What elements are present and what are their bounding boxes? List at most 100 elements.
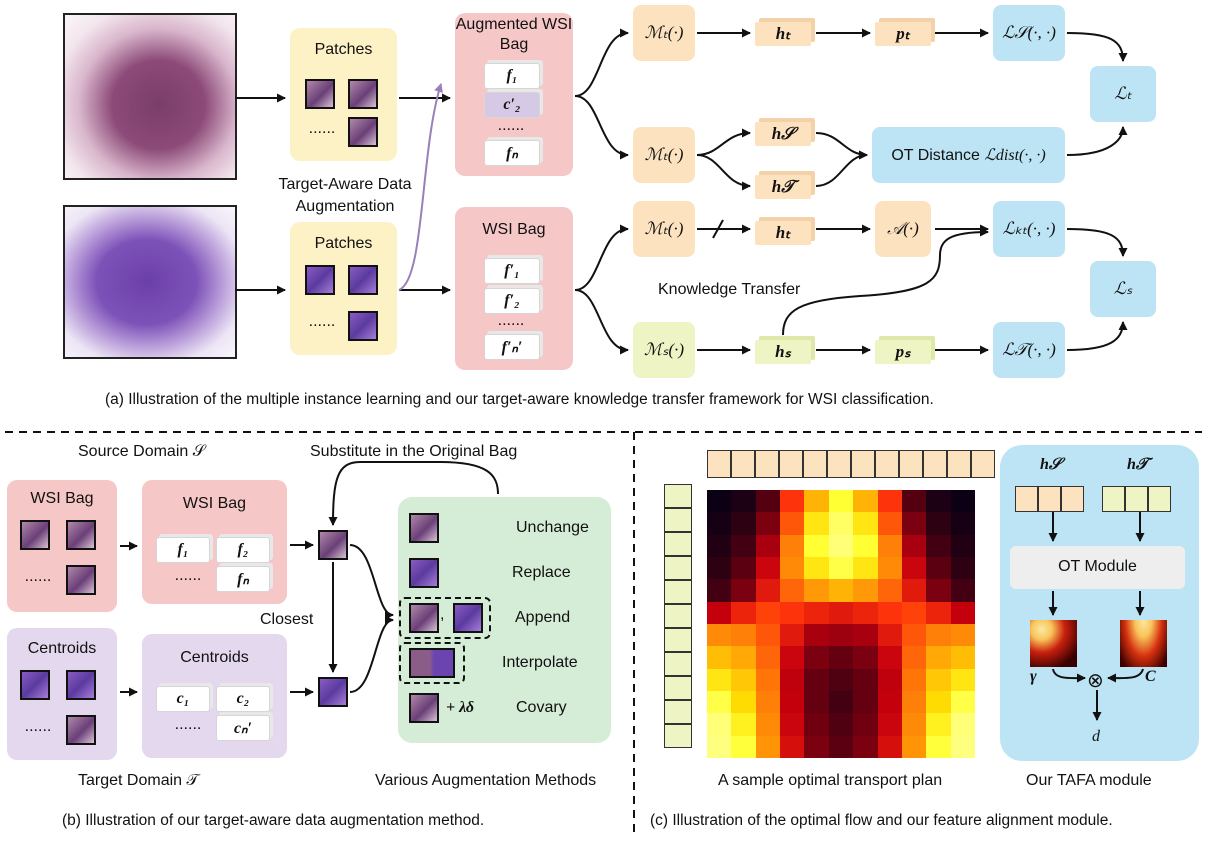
centroids-right-title: Centroids (180, 649, 249, 666)
heatmap-cell (731, 646, 757, 670)
heatmap-cell (926, 646, 952, 670)
heatmap-cell (707, 624, 732, 647)
wsi-bag-left-title: WSI Bag (30, 490, 94, 507)
heatmap-cell (755, 534, 781, 558)
vector-cell (827, 450, 851, 478)
heatmap-cell (828, 668, 854, 692)
vector-cell (664, 700, 692, 724)
heatmap-cell (804, 668, 830, 692)
heatmap-cell (707, 646, 732, 670)
vector-cell (664, 484, 692, 508)
heatmap-cell (780, 624, 805, 647)
vector-cell (664, 556, 692, 580)
heatmap-cell (780, 646, 805, 670)
vector-cell (971, 450, 995, 478)
closest-centroid-patch (318, 677, 348, 707)
feature-f2-prime: f′₂ (484, 288, 540, 314)
heatmap-cell (877, 490, 903, 513)
append-group (399, 597, 491, 639)
heatmap-cell (780, 579, 805, 603)
heatmap-cell (926, 534, 952, 558)
heatmap-cell (707, 668, 732, 692)
ellipsis: ...... (497, 312, 525, 329)
patch-thumbnail (305, 265, 335, 295)
heatmap-cell (804, 557, 830, 580)
caption-b: (b) Illustration of our target-aware dat… (62, 812, 485, 829)
feature-c1: c₁ (156, 686, 210, 712)
feature-c2-prime: c′₂ (484, 92, 540, 118)
distance-d-label: d (1092, 728, 1100, 745)
heatmap-cell (780, 557, 805, 580)
heatmap-cell (828, 601, 854, 625)
feature-ht-2: hₜ (755, 221, 811, 245)
vector-cell (875, 450, 899, 478)
comma: , (440, 606, 445, 623)
loss-LS: ℒ𝒮(·, ·) (993, 5, 1065, 61)
heatmap-cell (780, 490, 805, 513)
heatmap-cell (707, 691, 732, 714)
model-mt-1: ℳₜ(·) (633, 5, 695, 61)
model-mt-2: ℳₜ(·) (633, 127, 695, 183)
heatmap-cell (950, 534, 976, 558)
heatmap-cell (828, 713, 854, 737)
heatmap-cell (950, 735, 976, 759)
patch-thumbnail (348, 79, 378, 109)
heatmap-cell (877, 646, 903, 670)
heatmap-cell (731, 601, 757, 625)
patches-label-bottom: Patches (314, 235, 373, 252)
model-ms: ℳₛ(·) (633, 322, 695, 378)
heatmap-cell (707, 534, 732, 558)
heatmap-cell (901, 713, 927, 737)
substitute-label: Substitute in the Original Bag (310, 443, 518, 460)
ot-distance-math: ℒdist(·, ·) (984, 147, 1046, 164)
heatmap-cell (755, 601, 781, 625)
heatmap-cell (804, 691, 830, 714)
vector-cell (664, 532, 692, 556)
vector-cell (899, 450, 923, 478)
selected-source-patch (318, 530, 348, 560)
patch-thumbnail (348, 117, 378, 147)
patch-thumbnail (348, 311, 378, 341)
vector-cell (707, 450, 731, 478)
heatmap-cell (828, 691, 854, 714)
loss-LT: ℒ𝒯(·, ·) (993, 322, 1065, 378)
heatmap-cell (707, 601, 732, 625)
vector-cell (664, 580, 692, 604)
adapter-A: 𝒜(·) (875, 201, 931, 257)
source-wsi-image (63, 13, 237, 180)
feature-fn: fₙ (216, 566, 270, 592)
heatmap-cell (828, 624, 854, 647)
heatmap-cell (731, 735, 757, 759)
heatmap-cell (780, 534, 805, 558)
ot-distance-box (872, 127, 1065, 183)
patch-thumbnail (20, 520, 50, 550)
source-domain-label: Source Domain 𝒮 (78, 443, 206, 460)
vector-cell (664, 604, 692, 628)
ot-module (1010, 546, 1185, 589)
patches-label-top: Patches (314, 41, 373, 58)
heatmap-cell (926, 691, 952, 714)
knowledge-transfer-label: Knowledge Transfer (658, 281, 801, 298)
heatmap-cell (950, 691, 976, 714)
methods-title: Various Augmentation Methods (375, 772, 597, 789)
feature-ps: pₛ (875, 340, 931, 364)
heatmap-cell (877, 534, 903, 558)
feature-hT: h𝒯 (755, 175, 811, 199)
method-append-patch (409, 603, 439, 633)
heatmap-cell (804, 713, 830, 737)
ellipsis: ...... (174, 567, 202, 584)
heatmap-cell (950, 557, 976, 580)
heatmap-cell (804, 624, 830, 647)
heatmap-cell (755, 624, 781, 647)
heatmap-cell (853, 735, 879, 759)
heatmap-cell (828, 579, 854, 603)
heatmap-cell (926, 735, 952, 759)
heatmap-cell (926, 624, 952, 647)
heatmap-cell (780, 601, 805, 625)
feature-fn: fₙ (484, 140, 540, 166)
heatmap-cell (707, 735, 732, 759)
heatmap-cell (804, 512, 830, 536)
heatmap-cell (950, 601, 976, 625)
heatmap-cell (926, 668, 952, 692)
heatmap-cell (926, 601, 952, 625)
